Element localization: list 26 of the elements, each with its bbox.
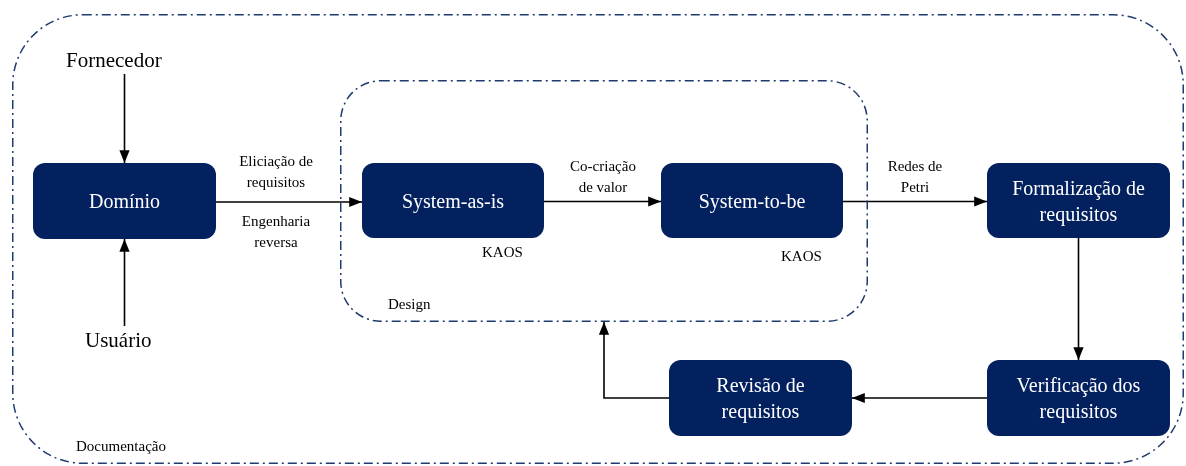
actor-label: Usuário xyxy=(85,328,152,352)
arrow xyxy=(543,196,662,207)
process-box xyxy=(33,163,216,239)
region-label: Documentação xyxy=(76,438,166,455)
arrow xyxy=(842,196,988,207)
process-box xyxy=(669,360,852,436)
arrow xyxy=(1073,237,1084,361)
arrow xyxy=(598,321,670,399)
process-box xyxy=(987,360,1170,436)
arrow xyxy=(119,238,130,327)
method-label: KAOS xyxy=(781,247,822,266)
arrow xyxy=(851,392,988,404)
box-label: Verificação dos requisitos xyxy=(1015,373,1142,424)
process-box xyxy=(987,163,1170,238)
box-label: Formalização de requisitos xyxy=(1011,175,1146,227)
arrow xyxy=(119,73,130,164)
box-label: System-to-be xyxy=(697,188,807,214)
region-label: Design xyxy=(388,296,431,313)
method-label: KAOS xyxy=(482,243,523,262)
dashed-region xyxy=(12,14,1184,464)
box-label: System-as-is xyxy=(400,188,506,214)
box-label: Domínio xyxy=(87,189,162,214)
arrow xyxy=(215,196,363,208)
box-label: Revisão de requisitos xyxy=(715,373,806,424)
dashed-region xyxy=(340,80,868,322)
actor-label: Fornecedor xyxy=(66,48,162,72)
